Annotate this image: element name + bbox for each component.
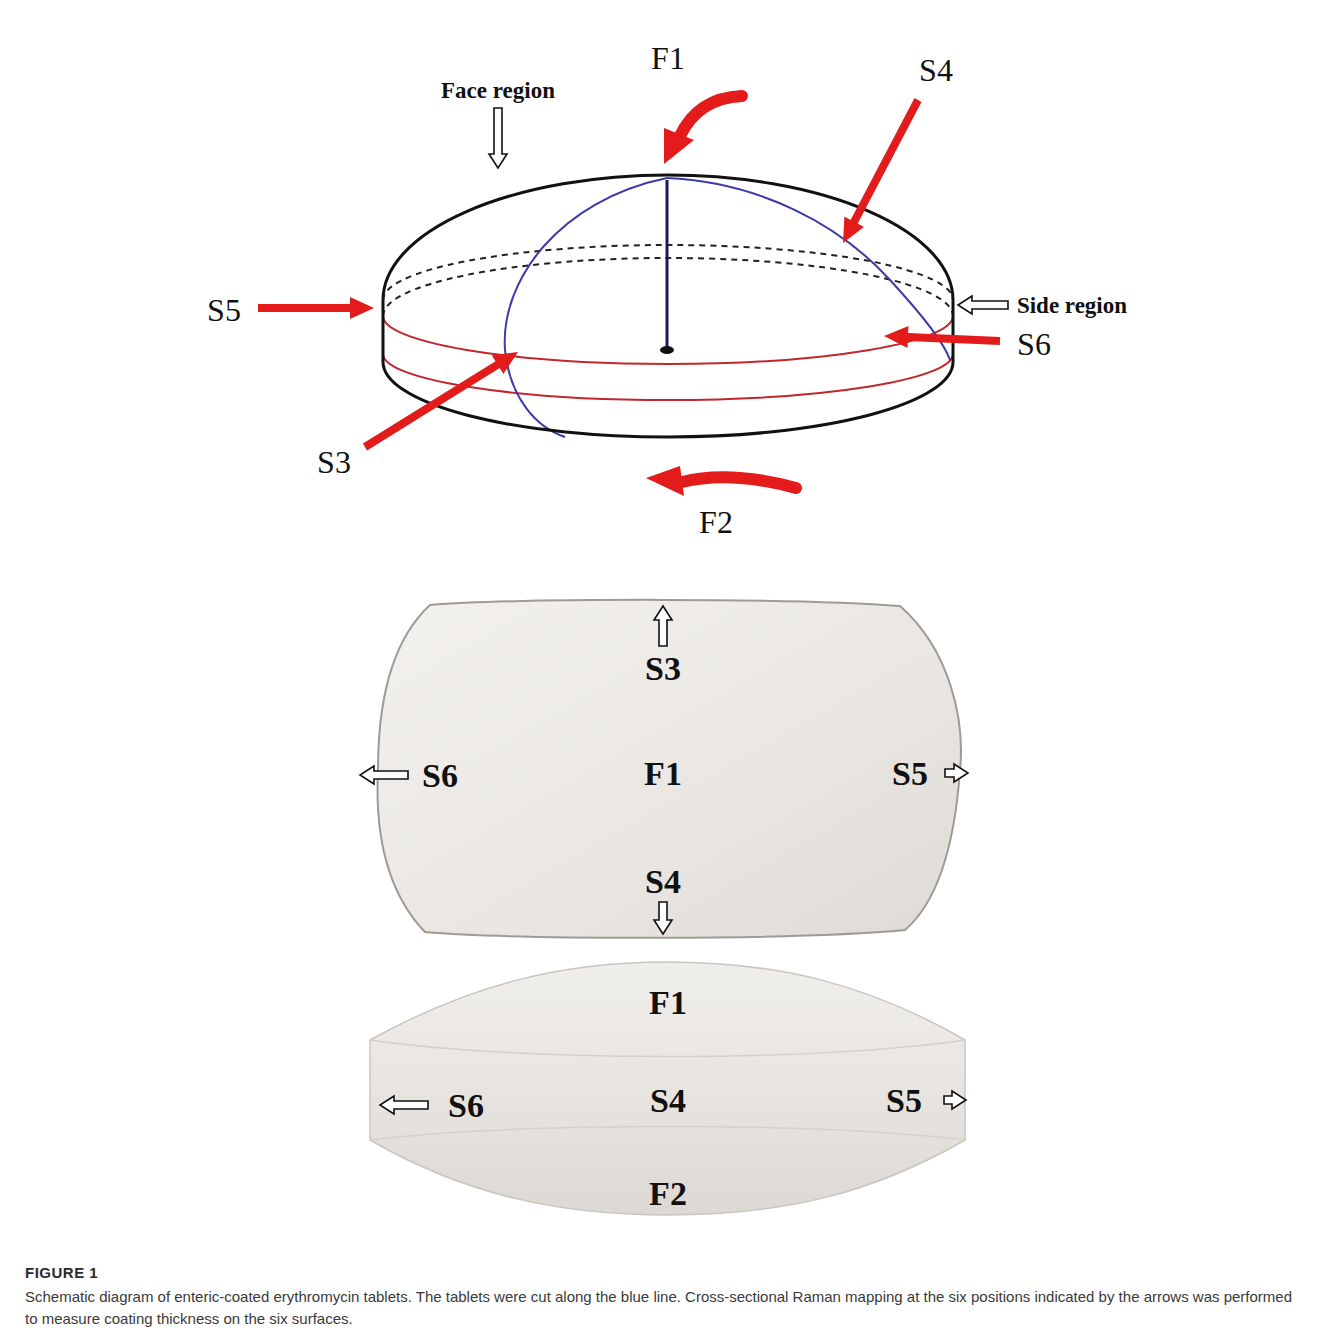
position-label: S3 [645, 652, 681, 686]
center-dot [660, 346, 674, 354]
position-arrow [258, 297, 374, 319]
region-label: Side region [1017, 294, 1127, 317]
tablet-photo-side [370, 962, 965, 1215]
tablet-edge [370, 1127, 965, 1141]
position-label: S5 [892, 757, 928, 791]
face-arrow [680, 96, 742, 136]
pointer-arrow [654, 902, 672, 934]
figure-number: FIGURE 1 [25, 1264, 98, 1281]
axis-line [666, 180, 669, 348]
position-label: F2 [649, 1177, 687, 1211]
tablet-outline [383, 362, 953, 437]
position-label: S4 [919, 54, 953, 86]
position-arrow [884, 326, 1000, 348]
pointer-arrow [489, 108, 507, 168]
position-arrow [843, 98, 922, 243]
face-arrow-head [646, 466, 684, 496]
pointer-arrow [958, 296, 1008, 314]
tablet-schematic [383, 175, 953, 437]
cut-line [505, 178, 667, 437]
band-line [383, 354, 953, 400]
position-label: S5 [207, 294, 241, 326]
face-arrow [682, 477, 796, 488]
position-label: S3 [317, 446, 351, 478]
tablet-outline [952, 300, 955, 362]
tablet-edge [370, 1040, 965, 1057]
position-label: F2 [699, 506, 733, 538]
pointer-arrow [945, 764, 968, 782]
position-label: S6 [1017, 328, 1051, 360]
tablet-photo-top [378, 600, 961, 938]
position-label: S6 [422, 759, 458, 793]
pointer-arrow [944, 1091, 966, 1109]
position-arrow [363, 352, 518, 450]
pointer-arrow [654, 606, 672, 646]
position-label: F1 [644, 757, 682, 791]
figure-caption: Schematic diagram of enteric-coated eryt… [25, 1286, 1300, 1330]
tablet-outline [382, 300, 385, 362]
position-label: S5 [886, 1084, 922, 1118]
pointer-arrow [360, 766, 408, 784]
position-label: S4 [650, 1084, 686, 1118]
position-label: F1 [651, 42, 685, 74]
position-label: S6 [448, 1089, 484, 1123]
face-arrow-head [664, 128, 694, 164]
position-label: F1 [649, 986, 687, 1020]
pointer-arrow [380, 1096, 428, 1114]
region-label: Face region [441, 79, 555, 102]
position-label: S4 [645, 865, 681, 899]
